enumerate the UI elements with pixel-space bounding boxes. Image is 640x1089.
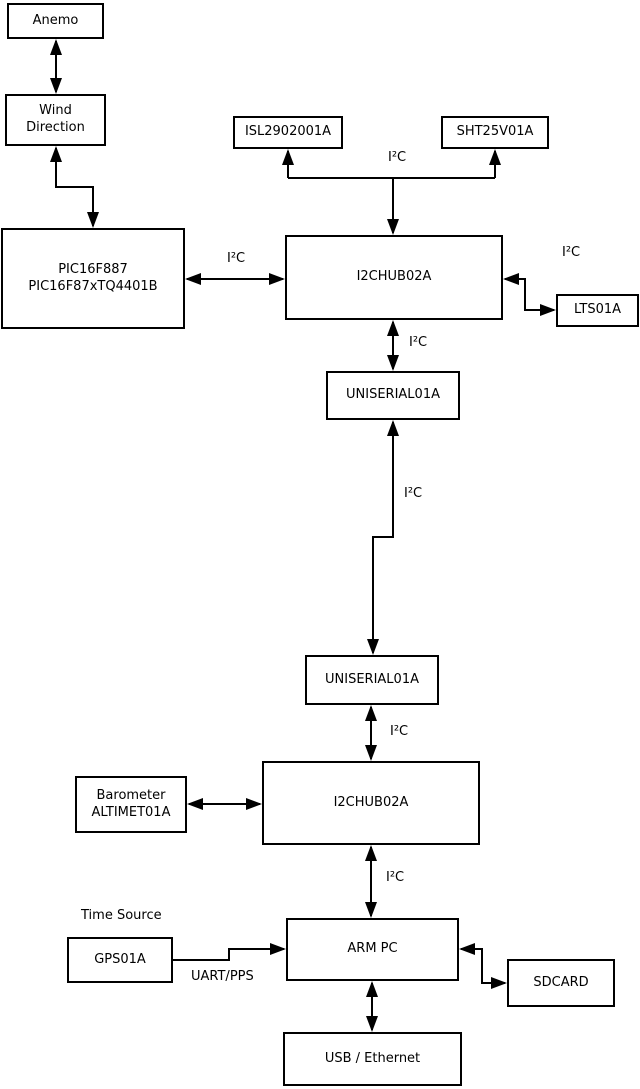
node-i2chub-bottom: I2CHUB02A (262, 761, 480, 845)
node-uniserial-top-label: UNISERIAL01A (346, 387, 440, 403)
edge-uniserial-link (367, 420, 399, 655)
node-wind-direction: Wind Direction (5, 94, 106, 146)
node-usb-ethernet: USB / Ethernet (283, 1032, 462, 1086)
node-wind-direction-label: Wind Direction (26, 103, 85, 135)
node-gps01a: GPS01A (67, 937, 173, 983)
node-pic: PIC16F887 PIC16F87xTQ4401B (1, 228, 185, 329)
node-arm-pc-label: ARM PC (347, 941, 398, 957)
node-uniserial-top: UNISERIAL01A (326, 371, 460, 420)
edge-label-i2c-sensor-bus: I²C (388, 150, 407, 165)
edge-label-i2c-pic: I²C (227, 251, 246, 266)
edge-anemo-wind (50, 39, 62, 94)
edge-armpc-usb (366, 981, 378, 1032)
node-pic-label: PIC16F887 PIC16F87xTQ4401B (28, 261, 158, 294)
node-anemo: Anemo (7, 3, 104, 39)
node-sht25v01a-label: SHT25V01A (456, 124, 534, 140)
edge-hub-armpc (365, 845, 377, 918)
edge-label-i2c-hub-uniserial: I²C (409, 335, 428, 350)
edge-label-i2c-hub-armpc: I²C (386, 870, 405, 885)
node-lts01a: LTS01A (556, 294, 639, 327)
node-isl2902001a-label: ISL2902001A (244, 124, 332, 140)
node-lts01a-label: LTS01A (573, 302, 622, 318)
edge-hub-uniserial-top (387, 320, 399, 371)
edge-pic-hub (185, 273, 285, 285)
node-sht25v01a: SHT25V01A (441, 116, 549, 149)
edge-hub-lts (503, 273, 556, 316)
edge-sensor-bus (282, 149, 501, 235)
node-uniserial-bottom: UNISERIAL01A (305, 655, 439, 705)
edge-label-time-source: Time Source (81, 908, 162, 923)
node-barometer: Barometer ALTIMET01A (75, 776, 187, 833)
node-isl2902001a: ISL2902001A (233, 116, 343, 149)
node-barometer-label: Barometer ALTIMET01A (91, 787, 171, 820)
edge-barometer-hub (187, 798, 262, 810)
edge-wind-pic (50, 146, 99, 228)
node-i2chub-bottom-label: I2CHUB02A (333, 794, 409, 810)
node-usb-ethernet-label: USB / Ethernet (324, 1050, 421, 1066)
node-sdcard-label: SDCARD (533, 974, 589, 990)
edge-armpc-sdcard (459, 943, 507, 989)
node-i2chub-top: I2CHUB02A (285, 235, 503, 320)
node-sdcard: SDCARD (507, 959, 615, 1007)
edge-uniserial-hub-bottom (365, 705, 377, 761)
node-uniserial-bottom-label: UNISERIAL01A (325, 671, 419, 687)
node-i2chub-top-label: I2CHUB02A (356, 269, 432, 285)
node-anemo-label: Anemo (32, 12, 79, 28)
edge-label-uart-pps: UART/PPS (191, 969, 254, 984)
edge-gps-armpc (173, 943, 286, 961)
edge-label-i2c-lts: I²C (562, 245, 581, 260)
edge-label-i2c-uniserial-hub: I²C (390, 724, 409, 739)
edge-label-i2c-long-link: I²C (404, 486, 423, 501)
node-gps01a-label: GPS01A (94, 951, 146, 967)
node-arm-pc: ARM PC (286, 918, 459, 981)
